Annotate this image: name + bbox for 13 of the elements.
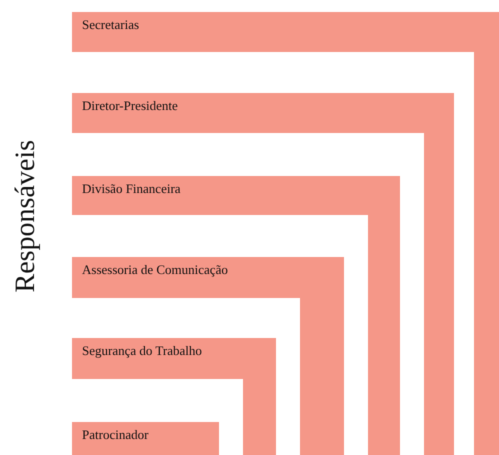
l-shaped-band <box>72 422 219 455</box>
l-shaped-band <box>72 338 276 455</box>
l-shaped-band <box>72 93 454 455</box>
l-shaped-band <box>72 12 499 455</box>
band-label: Secretarias <box>82 17 140 33</box>
axis-title: Responsáveis <box>10 140 42 292</box>
band-label: Patrocinador <box>82 427 148 443</box>
band-label: Assessoria de Comunicação <box>82 262 228 278</box>
l-shaped-band <box>72 176 400 455</box>
band-label: Divisão Financeira <box>82 181 181 197</box>
l-shaped-band <box>72 257 344 455</box>
band-label: Diretor-Presidente <box>82 98 178 114</box>
band-label: Segurança do Trabalho <box>82 343 202 359</box>
